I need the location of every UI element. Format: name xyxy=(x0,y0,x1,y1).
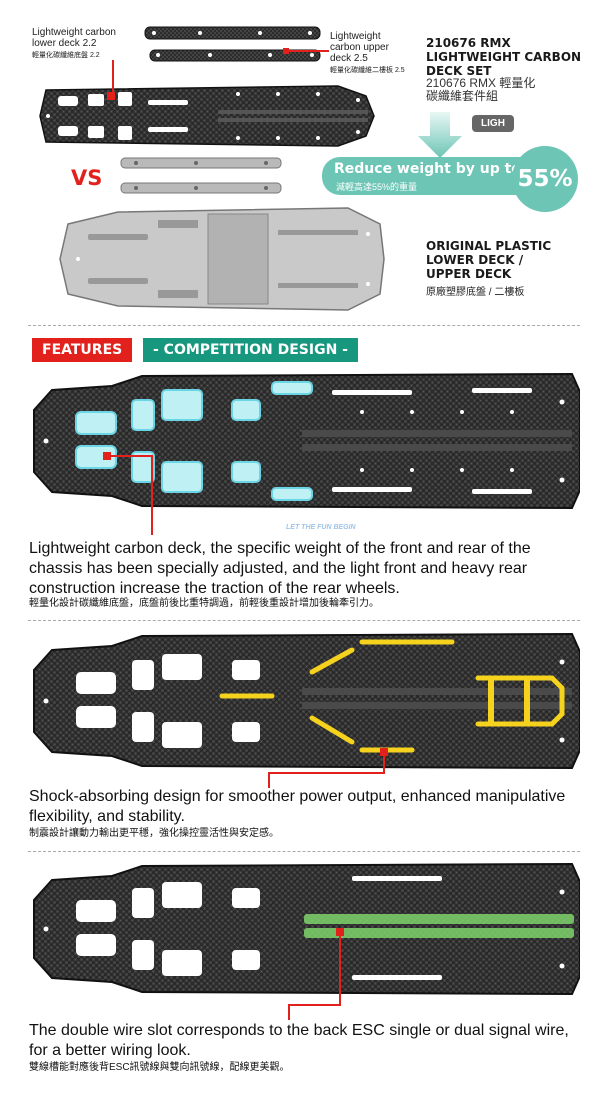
reduce-weight-text-zh: 減輕高達55%的重量 xyxy=(336,182,418,192)
feature2-leader-h xyxy=(268,772,385,774)
divider xyxy=(28,325,580,326)
plastic-lower-deck-image xyxy=(59,207,385,311)
upper-deck-marker xyxy=(283,48,289,54)
divider xyxy=(28,620,580,621)
lower-deck-marker xyxy=(107,92,115,100)
lower-deck-leader xyxy=(112,60,114,92)
feature1-marker xyxy=(103,452,111,460)
upper-deck-label-zh: 輕量化碳纖維二樓板 2.5 xyxy=(330,67,405,74)
watermark-text: LET THE FUN BEGIN xyxy=(286,524,356,531)
feature1-chassis-image xyxy=(33,372,580,510)
feature1-leader-v xyxy=(151,455,153,535)
feature2-description-zh: 制震設計讓動力輸出更平穩，強化操控靈活性與安定感。 xyxy=(29,828,279,839)
feature2-leader-v1 xyxy=(383,756,385,774)
feature1-leader-h xyxy=(111,455,153,457)
lower-deck-label: Lightweight carbon lower deck 2.2 xyxy=(32,27,116,49)
carbon-lower-deck-image xyxy=(39,85,375,147)
reduce-weight-banner: Reduce weight by up to 減輕高達55%的重量 xyxy=(322,157,542,195)
feature3-leader-v2 xyxy=(288,1004,290,1020)
features-tag: FEATURES xyxy=(32,338,133,362)
feature2-leader-v2 xyxy=(268,772,270,788)
divider xyxy=(28,851,580,852)
lower-deck-label-zh: 輕量化碳纖維底盤 2.2 xyxy=(32,52,100,59)
feature3-leader-h xyxy=(288,1004,341,1006)
vs-label: VS xyxy=(71,166,103,190)
set-title: 210676 RMX LIGHTWEIGHT CARBON DECK SET xyxy=(426,36,582,78)
set-title-zh: 210676 RMX 輕量化 碳纖維套件組 xyxy=(426,76,536,103)
arrow-down-icon xyxy=(418,112,462,158)
feature3-leader-v1 xyxy=(339,936,341,1006)
feature3-chassis-image xyxy=(33,862,580,996)
feature3-description: The double wire slot corresponds to the … xyxy=(29,1022,569,1059)
reduce-weight-text: Reduce weight by up to xyxy=(334,161,521,177)
upper-deck-leader xyxy=(289,50,329,52)
carbon-upper-deck-image xyxy=(144,26,321,62)
competition-design-tag: - COMPETITION DESIGN - xyxy=(143,338,358,362)
feature2-chassis-image xyxy=(33,632,580,770)
feature2-description: Shock-absorbing design for smoother powe… xyxy=(29,788,566,825)
original-title-zh: 原廠塑膠底盤 / 二樓板 xyxy=(426,287,525,298)
feature3-description-zh: 雙線槽能對應後背ESC訊號線與雙向訊號線，配線更美觀。 xyxy=(29,1062,290,1073)
reduce-percent-badge: 55% xyxy=(512,146,578,212)
feature1-description-zh: 輕量化設計碳纖維底盤，底盤前後比重特調過，前輕後重設計增加後輪牽引力。 xyxy=(29,598,379,609)
original-title: ORIGINAL PLASTIC LOWER DECK / UPPER DECK xyxy=(426,239,552,281)
light-logo-badge: LIGH xyxy=(472,115,514,132)
feature3-marker xyxy=(336,928,344,936)
feature2-marker xyxy=(380,748,388,756)
feature1-description: Lightweight carbon deck, the specific we… xyxy=(29,540,531,597)
plastic-upper-deck-image xyxy=(120,157,282,194)
upper-deck-label: Lightweight carbon upper deck 2.5 xyxy=(330,31,389,64)
